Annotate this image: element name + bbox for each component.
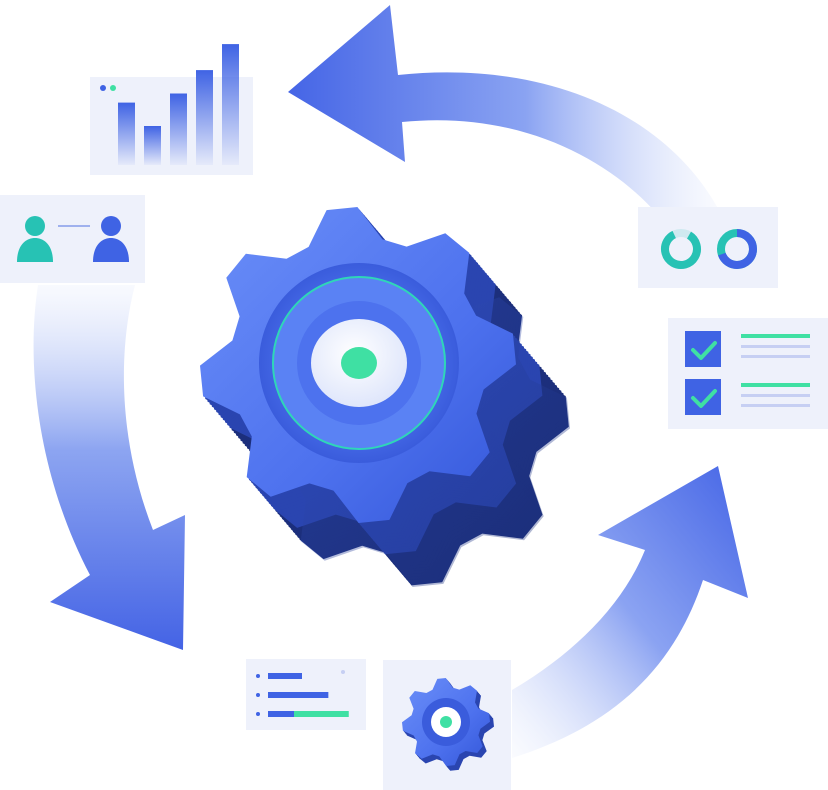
bar: [196, 70, 213, 165]
bullet-dot: [256, 712, 260, 716]
user-connection-card: [0, 195, 145, 283]
bar-chart-icon: [118, 44, 239, 165]
progress-bar: [268, 673, 302, 679]
user-icon: [93, 216, 129, 262]
gear-icon: [402, 678, 494, 771]
bar: [170, 93, 187, 165]
progress-bars: [256, 673, 349, 717]
checkbox-icon: [685, 379, 721, 415]
bar: [118, 102, 135, 165]
progress-bar: [268, 711, 294, 717]
bar: [222, 44, 239, 165]
bar: [144, 126, 161, 165]
donut-chart-card: [638, 207, 778, 288]
gear-icon: [200, 207, 570, 587]
window-dot: [110, 85, 116, 91]
window-dot: [341, 670, 345, 674]
bullet-dot: [256, 693, 260, 697]
user-card-bg: [0, 195, 145, 283]
bar-chart-card: [90, 44, 253, 175]
bullet-dot: [256, 674, 260, 678]
donut-chart-icon: [717, 229, 757, 269]
checkbox-icon: [685, 331, 721, 367]
checklist-lines: [741, 334, 810, 407]
donut-card-bg: [638, 207, 778, 288]
progress-bar: [268, 692, 329, 698]
arrow-right: [512, 466, 748, 758]
progress-bar-fill: [294, 711, 349, 717]
small-gear-card: [383, 660, 511, 790]
arrow-left: [33, 285, 185, 650]
gear-center-dot: [341, 347, 377, 379]
checklist-card: [668, 318, 828, 429]
progress-card: [246, 659, 366, 730]
user-icon: [17, 216, 53, 262]
window-dot: [100, 85, 106, 91]
donut-chart-icon: [661, 229, 701, 269]
arrow-top: [288, 5, 720, 215]
cycle-arrows-icon: [33, 5, 748, 758]
gear-center-dot: [440, 716, 452, 728]
